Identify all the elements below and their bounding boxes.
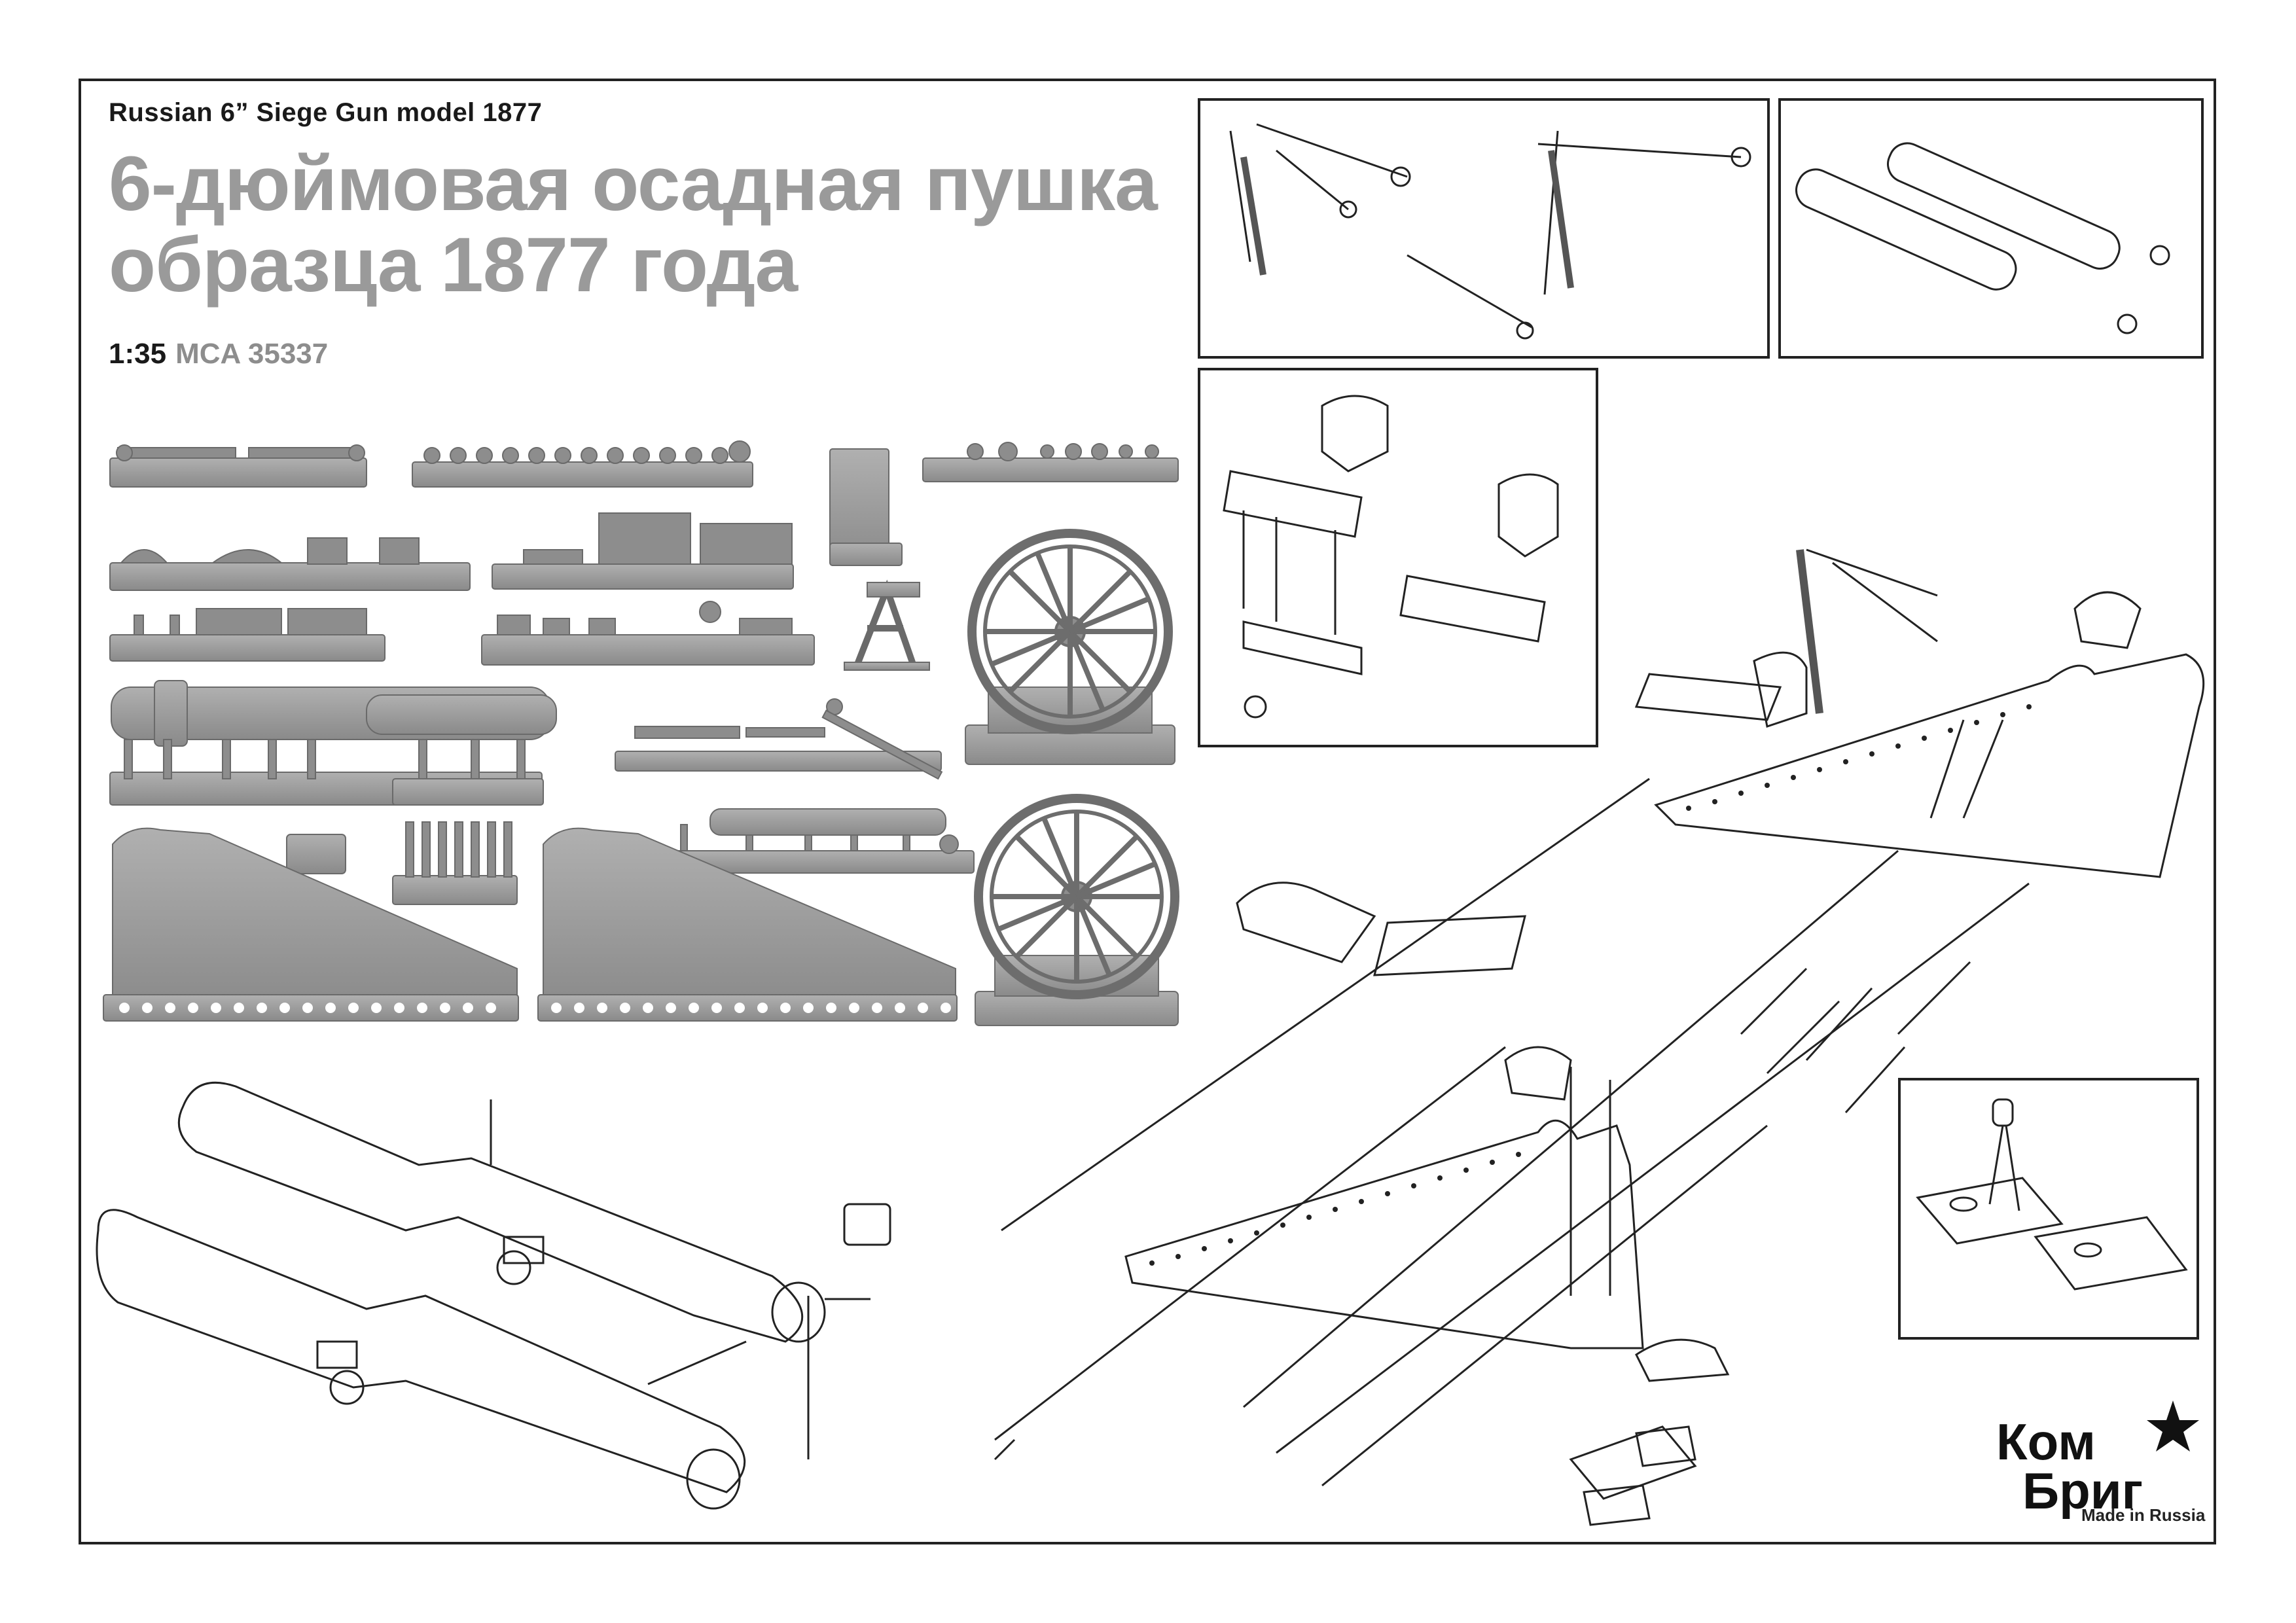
wheel-upper	[965, 529, 1175, 765]
barrel-sprue-base-2	[392, 778, 544, 806]
sprue-small-fittings	[412, 461, 753, 488]
carriage-cheek-near	[1124, 1119, 1644, 1349]
wheel-lower	[974, 794, 1179, 1026]
carriage-rivets	[1149, 704, 2032, 1266]
trestle-top	[867, 582, 920, 597]
star-icon	[2147, 1400, 2199, 1452]
sprue-parts-group	[103, 440, 1179, 1022]
model-subtitle: Russian 6” Siege Gun model 1877	[109, 98, 543, 127]
barrel-band	[154, 680, 188, 747]
sprue-hinges	[922, 457, 1179, 482]
sprue-small-block	[286, 834, 346, 874]
sheet-border	[79, 79, 2216, 1544]
trestle-base	[844, 662, 930, 671]
trail-seat	[1236, 882, 1376, 963]
sprue-levers	[109, 634, 386, 662]
cylinder-recoil	[1569, 1425, 1697, 1500]
brand-logo: Ком Бриг	[1996, 1394, 2206, 1538]
scale-label: 1:35	[109, 338, 167, 370]
inset-cylinders	[1795, 142, 2170, 334]
sprue-comb-base	[392, 875, 518, 905]
lifting-frame	[1753, 651, 1808, 728]
inset-box-elevating-screws	[1198, 98, 1770, 359]
sprue-brackets	[109, 562, 471, 591]
made-in-label: Made in Russia	[2081, 1505, 2206, 1525]
barrel-trunnion-block	[843, 1203, 891, 1246]
sprue-small-fittings-detail	[423, 440, 751, 464]
sprue-plates	[492, 563, 794, 590]
sprue-misc-parts	[481, 634, 815, 666]
barrel-2-muzzle	[686, 1448, 741, 1510]
sprue-cylinder-body	[709, 808, 946, 836]
inset-elevating-screws	[1229, 123, 1751, 340]
sprue-rods-1-detail	[116, 444, 365, 461]
carriage-cheek-far	[1654, 653, 2205, 878]
sprue-cheek-left	[112, 827, 518, 1009]
sprue-vertical-base	[829, 543, 903, 566]
sprue-cheek-right-base	[537, 994, 958, 1022]
sprue-shaft	[615, 751, 942, 772]
barrel-assembly-drawing	[96, 1081, 891, 1510]
elevating-screw-main	[1796, 549, 1823, 714]
sprue-trestle	[854, 579, 916, 666]
sprue-rods-1	[109, 457, 367, 488]
carriage-pins	[994, 961, 1971, 1461]
barrel-1-outline	[177, 1081, 804, 1343]
sprue-cheek-right	[543, 827, 956, 1009]
title-line-1: 6-дюймовая осадная пушка	[109, 141, 1158, 227]
carriage-exploded-view	[994, 548, 2205, 1526]
kit-code: MCA 35337	[175, 338, 329, 370]
inset-box-cylinders	[1778, 98, 2204, 359]
logo-glyphs-top: Ком	[1996, 1413, 2096, 1471]
inset-seat-brackets	[1223, 395, 1559, 719]
inset-plates	[1916, 1098, 2188, 1291]
front-bracket	[1634, 673, 1782, 721]
cheek-holes	[119, 1003, 951, 1013]
model-title: 6-дюймовая осадная пушка образца 1877 го…	[109, 141, 1158, 308]
inset-box-seat-brackets	[1198, 368, 1598, 747]
barrel-1-muzzle	[771, 1281, 826, 1343]
barrel-muzzle	[366, 694, 557, 735]
logo-glyphs-bottom: Бриг	[2022, 1462, 2143, 1520]
title-line-2: образца 1877 года	[109, 221, 798, 308]
barrel-2-outline	[96, 1209, 745, 1493]
